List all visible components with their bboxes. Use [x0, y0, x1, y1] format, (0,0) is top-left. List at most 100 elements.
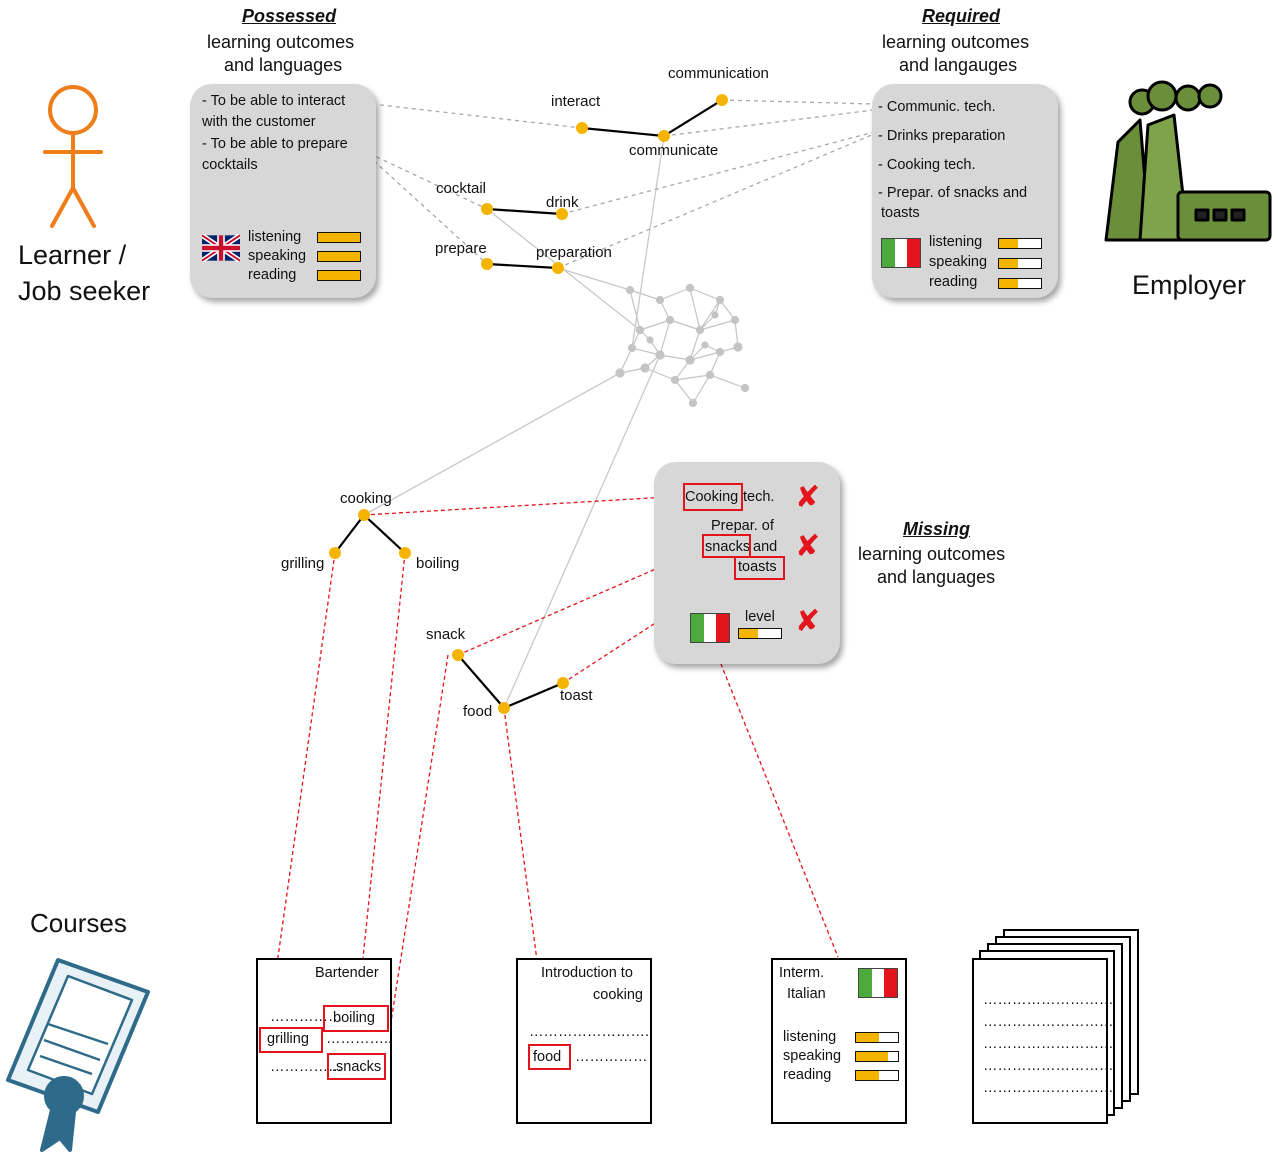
factory-icon	[1104, 80, 1272, 242]
cooking-dots-1: …………………….	[529, 1024, 650, 1040]
term-toast: toast	[560, 687, 593, 704]
concept-edges	[334, 99, 723, 710]
required-box: - Communic. tech. - Drinks preparation -…	[872, 84, 1058, 298]
course-doc-bartender: Bartender …………… boiling grilling ………….. …	[256, 958, 392, 1124]
other-line-3: ………………………	[983, 1058, 1114, 1074]
node-snack	[452, 649, 464, 661]
course-doc-other: ……………………… ……………………… ……………………… ……………………… …	[972, 958, 1114, 1124]
cooking-title-line2: cooking	[593, 987, 643, 1003]
italian-level-bar-2	[855, 1070, 899, 1081]
highlight-snacks	[702, 534, 751, 558]
missing-toasts-word: toasts	[738, 559, 777, 575]
node-toast	[557, 677, 569, 689]
term-prepare: prepare	[435, 240, 487, 257]
italian-lang-skill-1: speaking	[783, 1048, 842, 1064]
required-subtitle-line1: learning outcomes	[882, 32, 1030, 52]
node-grilling	[329, 547, 341, 559]
learner-label-line2: Job seeker	[18, 276, 151, 306]
missing-italy-flag-icon	[690, 613, 730, 643]
possessed-lang-skill-0: listening	[248, 229, 302, 245]
bartender-snacks: .snacks	[332, 1059, 382, 1075]
missing-box: Cooking tech. Prepar. of snacks and toas…	[654, 462, 840, 664]
possessed-outcome2-line1: - To be able to prepare	[202, 136, 348, 152]
term-boiling: boiling	[416, 555, 460, 572]
required-item-0: - Communic. tech.	[878, 99, 996, 115]
node-cooking	[358, 509, 370, 521]
required-lang-skill-1: speaking	[929, 254, 988, 270]
employer-label: Employer	[1132, 270, 1247, 300]
cross-icon-level: ✘	[795, 604, 821, 639]
required-subtitle-line2: and langauges	[899, 55, 1018, 75]
missing-title: Missing	[903, 519, 971, 539]
required-level-bar-1	[998, 258, 1042, 269]
italian-lang-skill-2: reading	[783, 1067, 832, 1083]
italian-title-line2: Italian	[787, 986, 826, 1002]
italian-title-line1: Interm.	[779, 965, 825, 981]
missing-subtitle-line1: learning outcomes	[858, 544, 1006, 564]
term-food: food	[463, 703, 493, 720]
required-lang-skill-2: reading	[929, 274, 978, 290]
cross-icon-cooking: ✘	[795, 480, 821, 515]
missing-level-label: level	[745, 609, 775, 625]
missing-subtitle-line2: and languages	[877, 567, 996, 587]
italian-course-flag-icon	[858, 968, 898, 998]
term-interact: interact	[551, 93, 601, 110]
learner-label-line1: Learner /	[18, 240, 127, 270]
node-prepare	[481, 258, 493, 270]
term-communication: communication	[668, 65, 769, 82]
term-preparation: preparation	[536, 244, 612, 261]
required-item-1: - Drinks preparation	[878, 128, 1006, 144]
missing-level-bar	[738, 628, 782, 639]
other-line-4: ………………………	[983, 1080, 1114, 1096]
network-links	[363, 135, 665, 709]
cooking-food: food	[533, 1049, 562, 1065]
outcome-links	[361, 99, 875, 269]
required-level-bar-2	[998, 278, 1042, 289]
node-communication	[716, 94, 728, 106]
highlight-food	[528, 1044, 571, 1070]
possessed-subtitle-line2: and languages	[224, 55, 343, 75]
missing-snacks-word: snacks	[705, 539, 751, 555]
bartender-grilling: grilling	[267, 1031, 309, 1047]
italian-level-bar-1	[855, 1051, 899, 1062]
required-item-4: toasts	[881, 205, 920, 221]
possessed-outcome1-line2: with the customer	[202, 114, 316, 130]
term-drink: drink	[546, 194, 579, 211]
required-level-bar-0	[998, 238, 1042, 249]
node-food	[498, 702, 510, 714]
highlight-boiling	[323, 1005, 389, 1032]
highlight-grilling	[259, 1027, 323, 1053]
possessed-level-bar-1	[317, 251, 361, 262]
missing-cooking-word: Cooking	[685, 489, 739, 505]
certificate-icon	[6, 958, 150, 1152]
required-title: Required	[922, 6, 1001, 26]
required-lang-skill-0: listening	[929, 234, 983, 250]
possessed-outcome1-line1: - To be able to interact	[202, 93, 346, 109]
courses-label: Courses	[30, 908, 127, 938]
cooking-dots-2: ……………	[575, 1049, 648, 1065]
node-preparation	[552, 262, 564, 274]
node-drink	[556, 208, 568, 220]
node-boiling	[399, 547, 411, 559]
possessed-lang-skill-1: speaking	[248, 248, 307, 264]
node-interact	[576, 122, 588, 134]
bartender-dots-3: ……………	[270, 1059, 343, 1075]
required-item-3: - Prepar. of snacks and	[878, 185, 1028, 201]
node-cocktail	[481, 203, 493, 215]
possessed-box: - To be able to interact with the custom…	[190, 84, 376, 298]
term-cocktail: cocktail	[436, 180, 487, 197]
other-line-1: ………………………	[983, 1014, 1114, 1030]
other-line-2: ………………………	[983, 1036, 1114, 1052]
possessed-lang-skill-2: reading	[248, 267, 297, 283]
other-line-0: ………………………	[983, 992, 1114, 1008]
italian-lang-skill-0: listening	[783, 1029, 837, 1045]
bartender-boiling: boiling	[333, 1010, 375, 1026]
course-doc-italian: Interm. Italian listening speaking readi…	[771, 958, 907, 1124]
term-snack: snack	[426, 626, 466, 643]
highlight-cooking	[683, 483, 743, 511]
node-communicate	[658, 130, 670, 142]
possessed-level-bar-0	[317, 232, 361, 243]
possessed-subtitle-line1: learning outcomes	[207, 32, 355, 52]
